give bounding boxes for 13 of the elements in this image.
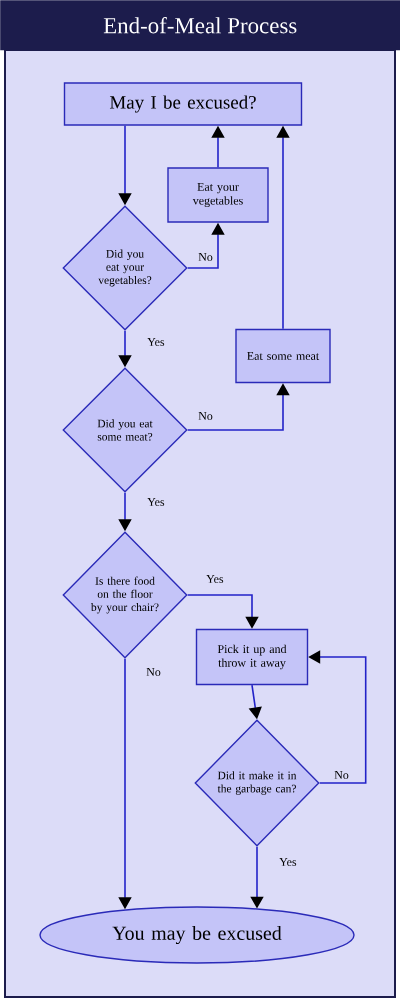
edge-label: Yes bbox=[146, 497, 166, 507]
edge-label: No bbox=[197, 411, 214, 421]
edge-label: No bbox=[145, 667, 162, 677]
edge-label: No bbox=[333, 770, 350, 780]
edge-label: Yes bbox=[146, 337, 166, 347]
edge-label: Yes bbox=[278, 857, 298, 867]
title-banner: End-of-Meal Process bbox=[0, 0, 400, 51]
process-box: Pick it up and throw it away bbox=[195, 628, 309, 686]
edge-label: No bbox=[197, 252, 214, 262]
process-box: Eat some meat bbox=[235, 328, 331, 384]
process-box: May I be excused? bbox=[63, 82, 303, 126]
edge-label: Yes bbox=[205, 574, 225, 584]
process-box: Eat your vegetables bbox=[167, 167, 269, 223]
